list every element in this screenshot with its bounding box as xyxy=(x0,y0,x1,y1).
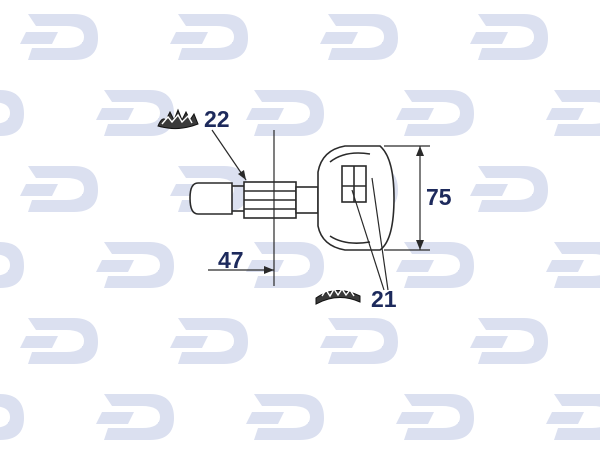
watermark-logo-icon xyxy=(544,392,600,442)
watermark-logo-icon xyxy=(168,12,250,62)
label-housing-diameter: 75 xyxy=(426,184,452,210)
watermark-logo-icon xyxy=(394,392,476,442)
watermark-logo-icon xyxy=(394,240,476,290)
watermark-logo-icon xyxy=(468,12,550,62)
joint-housing xyxy=(317,145,395,251)
shaft-neck xyxy=(295,186,319,214)
arrowhead xyxy=(264,266,274,274)
watermark-logo-icon xyxy=(544,88,600,138)
watermark-logo-icon xyxy=(168,316,250,366)
spline-teeth-icon xyxy=(315,287,361,305)
leader-line-22 xyxy=(211,129,247,181)
label-shaft-length: 47 xyxy=(218,247,244,273)
watermark-logo-icon xyxy=(18,316,100,366)
watermark-logo-icon xyxy=(244,240,326,290)
leader-line-21 xyxy=(371,177,389,291)
watermark-logo-icon xyxy=(544,240,600,290)
shaft-thread-end xyxy=(189,182,233,215)
watermark-pattern xyxy=(0,12,600,442)
watermark-logo-icon xyxy=(394,88,476,138)
watermark-logo-icon xyxy=(94,240,176,290)
watermark-logo-icon xyxy=(0,392,26,442)
watermark-logo-icon xyxy=(18,164,100,214)
watermark-logo-icon xyxy=(468,164,550,214)
leader-line-21 xyxy=(351,189,385,291)
shaft xyxy=(189,181,319,219)
dimension-lines xyxy=(208,129,430,291)
arrowhead xyxy=(238,170,246,180)
arrowhead xyxy=(416,146,424,156)
spline-teeth-icon xyxy=(157,108,199,130)
watermark-logo-icon xyxy=(318,316,400,366)
watermark-logo-icon xyxy=(94,392,176,442)
watermark-logo-icon xyxy=(0,240,26,290)
arrowhead xyxy=(416,240,424,250)
watermark-logo-icon xyxy=(244,392,326,442)
arrowheads xyxy=(238,146,424,274)
label-outer-spline-teeth: 22 xyxy=(204,106,230,132)
watermark-logo-icon xyxy=(468,316,550,366)
housing-contour xyxy=(329,152,371,163)
watermark-logo-icon xyxy=(0,88,26,138)
watermark-logo-icon xyxy=(18,12,100,62)
watermark-logo-icon xyxy=(244,88,326,138)
watermark-logo-icon xyxy=(94,88,176,138)
label-inner-spline-teeth: 21 xyxy=(371,286,397,312)
housing-contour xyxy=(329,235,371,244)
watermark-logo-icon xyxy=(318,12,400,62)
